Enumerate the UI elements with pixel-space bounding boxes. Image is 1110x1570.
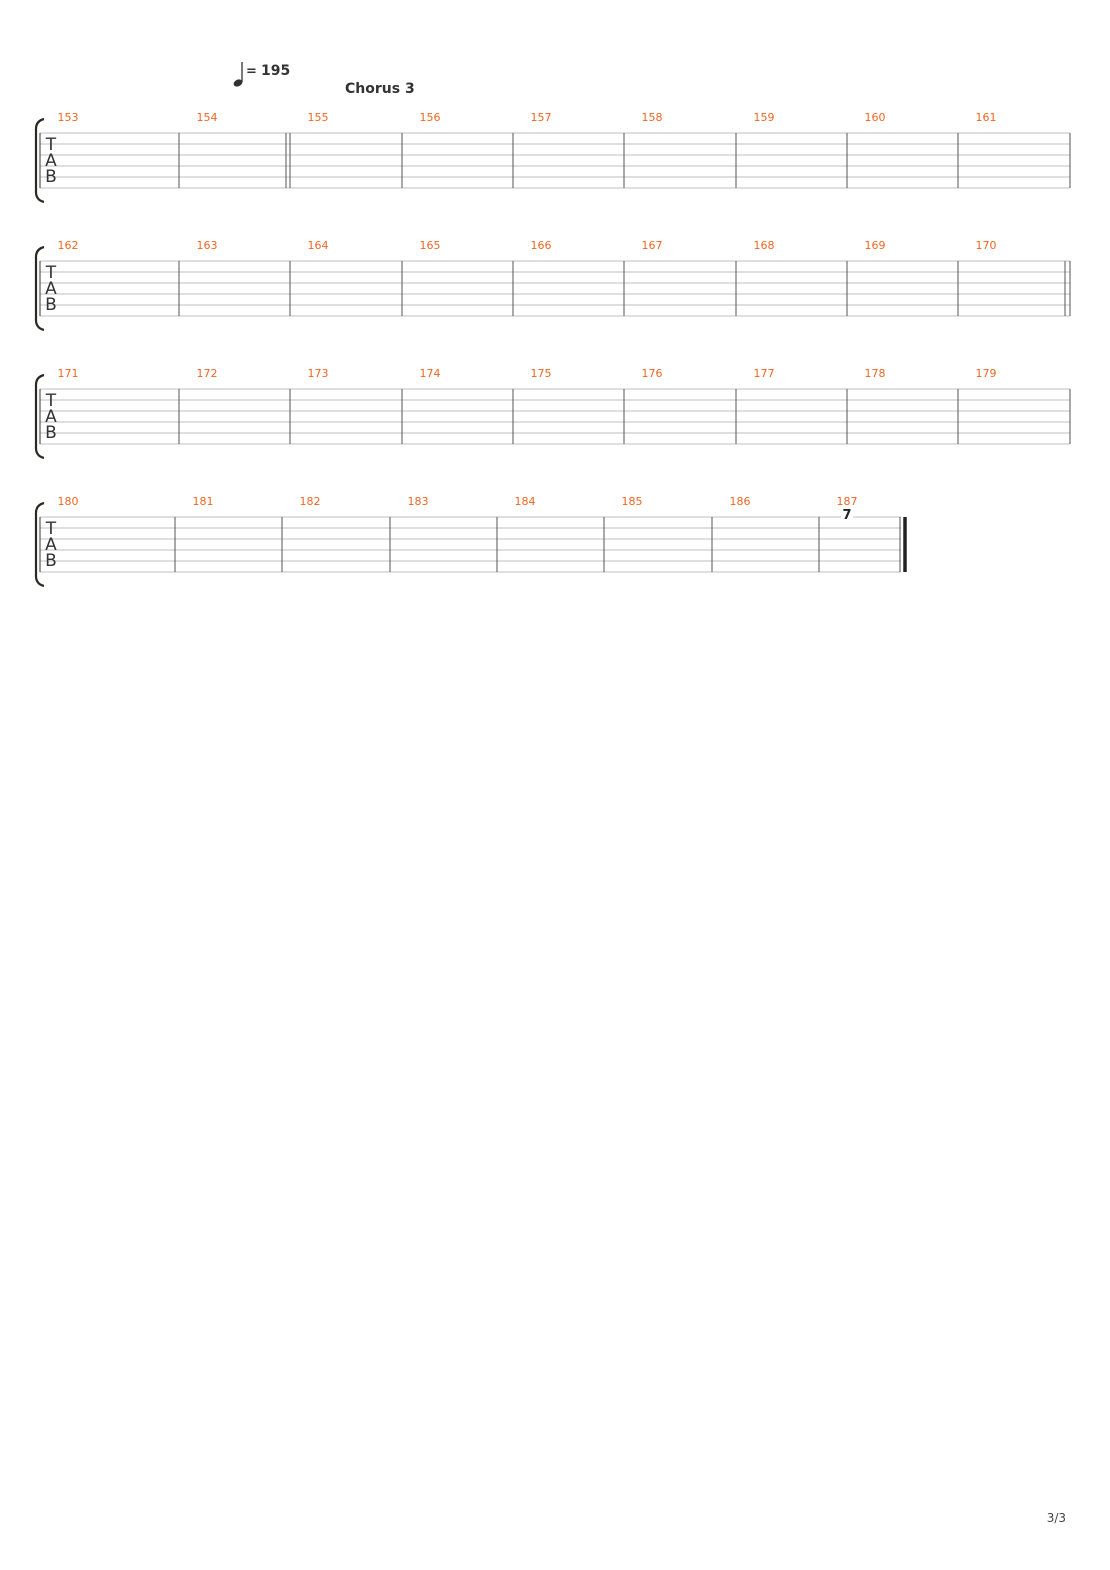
bar-number: 182: [300, 495, 321, 508]
bar-number: 177: [754, 367, 775, 380]
bar-number: 173: [308, 367, 329, 380]
fret-number-backdrop: [841, 511, 853, 521]
bar-number: 167: [642, 239, 663, 252]
bar-number: 154: [197, 111, 218, 124]
bar-number: 155: [308, 111, 329, 124]
tab-clef-letter: A: [45, 279, 57, 299]
tempo-marking: = 195: [233, 62, 290, 87]
tab-system-1: TAB 153 154 155 156 157 158 159 160 161: [34, 111, 1071, 204]
tab-system-2: TAB 162 163 164 165 166 167 168 169 170: [34, 239, 1071, 332]
bar-number: 168: [754, 239, 775, 252]
system-bracket: [34, 117, 45, 204]
bar-number: 187: [837, 495, 858, 508]
bar-number: 179: [976, 367, 997, 380]
system-bracket: [34, 501, 45, 588]
tab-clef-letter: T: [45, 263, 57, 283]
bar-number: 180: [58, 495, 79, 508]
bar-number: 176: [642, 367, 663, 380]
bar-number: 160: [865, 111, 886, 124]
tab-clef-letter: A: [45, 535, 57, 555]
bar-number: 174: [420, 367, 441, 380]
bar-number: 183: [408, 495, 429, 508]
bar-number: 186: [730, 495, 751, 508]
bar-number: 158: [642, 111, 663, 124]
quarter-note-icon: [233, 62, 243, 87]
tab-system-3: TAB 171 172 173 174 175 176 177 178 179: [34, 367, 1071, 460]
bar-number: 161: [976, 111, 997, 124]
section-marker: Chorus 3: [345, 81, 415, 97]
tab-clef-letter: A: [45, 151, 57, 171]
system-bracket: [34, 373, 45, 460]
tab-clef-letter: T: [45, 391, 57, 411]
tab-clef-letter: B: [45, 423, 57, 443]
bar-number: 157: [531, 111, 552, 124]
bar-number: 184: [515, 495, 536, 508]
bar-number: 156: [420, 111, 441, 124]
bar-number: 165: [420, 239, 441, 252]
tab-clef-letter: T: [45, 519, 57, 539]
bar-number: 166: [531, 239, 552, 252]
bar-number: 162: [58, 239, 79, 252]
bar-number: 159: [754, 111, 775, 124]
tab-clef-letter: B: [45, 295, 57, 315]
bar-number: 178: [865, 367, 886, 380]
bar-number: 181: [193, 495, 214, 508]
bar-number: 164: [308, 239, 329, 252]
bar-number: 169: [865, 239, 886, 252]
bar-number: 153: [58, 111, 79, 124]
bar-number: 172: [197, 367, 218, 380]
bar-number: 175: [531, 367, 552, 380]
fret-number: 7: [842, 508, 851, 523]
bar-number: 170: [976, 239, 997, 252]
system-bracket: [34, 245, 45, 332]
bar-number: 171: [58, 367, 79, 380]
tab-clef-letter: A: [45, 407, 57, 427]
tab-clef-letter: B: [45, 551, 57, 571]
tempo-value: 195: [261, 63, 290, 79]
tab-clef-letter: T: [45, 135, 57, 155]
tab-clef-letter: B: [45, 167, 57, 187]
page-number: 3/3: [1046, 1511, 1066, 1525]
bar-number: 163: [197, 239, 218, 252]
bar-number: 185: [622, 495, 643, 508]
tempo-equals: =: [246, 64, 257, 79]
